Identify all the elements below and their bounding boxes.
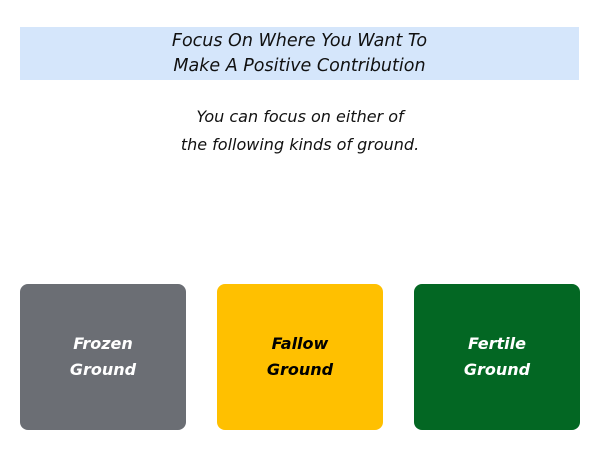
box-label-line-2: Ground	[266, 360, 334, 379]
box-label-line-1: Frozen	[73, 334, 133, 353]
subtitle: You can focus on either of the following…	[0, 103, 600, 159]
fertile-ground-box: Fertile Ground	[414, 284, 580, 430]
subtitle-line-2: the following kinds of ground.	[180, 135, 420, 154]
title-banner: Focus On Where You Want To Make A Positi…	[20, 27, 579, 80]
box-label-line-2: Ground	[463, 360, 531, 379]
box-label-line-2: Ground	[69, 360, 137, 379]
title-line-2: Make A Positive Contribution	[173, 55, 426, 76]
box-label-line-1: Fertile	[468, 334, 526, 353]
box-label-line-1: Fallow	[271, 334, 329, 353]
fallow-ground-box: Fallow Ground	[217, 284, 383, 430]
frozen-ground-box: Frozen Ground	[20, 284, 186, 430]
subtitle-line-1: You can focus on either of	[196, 107, 404, 126]
title-line-1: Focus On Where You Want To	[171, 30, 428, 51]
